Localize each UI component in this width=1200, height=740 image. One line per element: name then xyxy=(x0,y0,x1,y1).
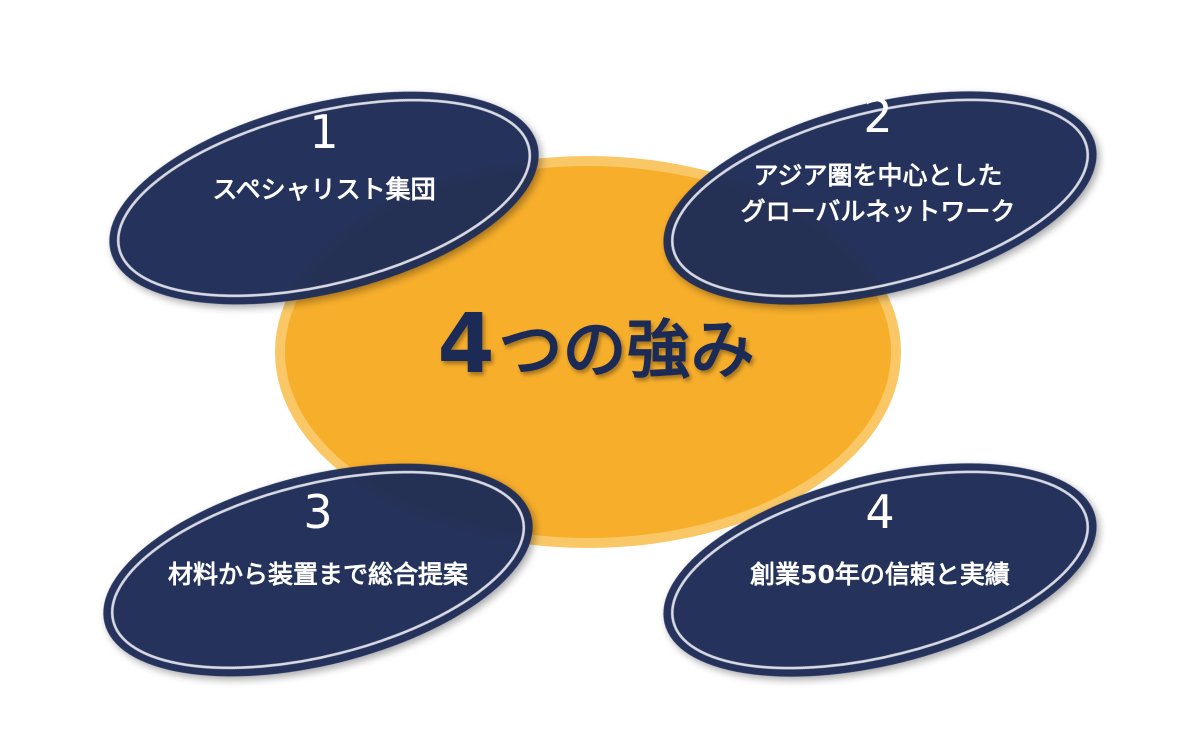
strength-1-label: スペシャリスト集団 xyxy=(212,175,435,204)
strength-4-label: 創業50年の信頼と実績 xyxy=(750,560,1010,589)
center-title: 4つの強み xyxy=(437,297,754,392)
strength-2-number: 2 xyxy=(863,89,892,143)
strength-1-number: 1 xyxy=(309,105,338,159)
strength-4 xyxy=(663,463,1097,677)
strength-4-ring xyxy=(671,470,1089,670)
strength-2 xyxy=(663,91,1097,305)
strength-3-number: 3 xyxy=(303,485,332,539)
strength-2-label-line1: アジア圏を中心とした xyxy=(753,161,1002,190)
strength-2-label-line2: グローバルネットワーク xyxy=(741,197,1016,226)
strength-3-ring xyxy=(110,470,526,670)
strength-1-ring xyxy=(116,98,532,298)
strength-4-number: 4 xyxy=(865,485,894,539)
strength-2-ring xyxy=(671,98,1089,298)
center-title-text: つの強み xyxy=(499,314,755,388)
center-title-number: 4 xyxy=(437,297,494,392)
strength-1 xyxy=(109,91,539,305)
strength-3-label: 材料から装置まで総合提案 xyxy=(168,560,469,589)
strength-3 xyxy=(103,463,533,677)
